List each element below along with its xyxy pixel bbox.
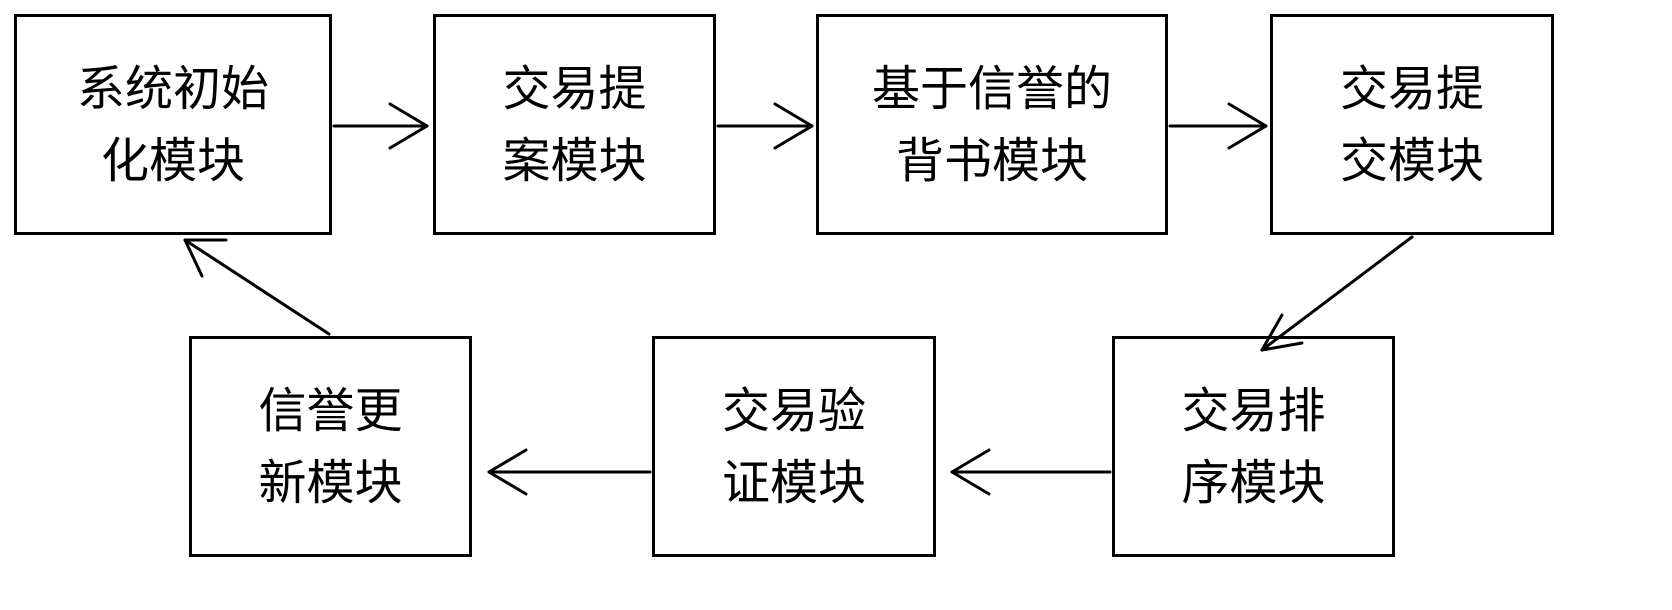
node-transaction-order: 交易排 序模块 [1112, 336, 1395, 557]
node-reputation-endorsement: 基于信誉的 背书模块 [816, 14, 1168, 235]
node-label: 系统初始 化模块 [77, 53, 269, 197]
node-label-line: 证模块 [721, 454, 866, 511]
node-label: 交易排 序模块 [1181, 375, 1325, 519]
node-label-line: 交易排 [1181, 382, 1326, 439]
node-label: 交易提 交模块 [1340, 53, 1484, 197]
node-label-line: 背书模块 [895, 132, 1088, 189]
arrow-init-to-proposal [332, 102, 429, 150]
arrow-verify-to-reputation-update [487, 448, 652, 496]
arrow-endorse-to-submit [1168, 102, 1268, 150]
arrow-proposal-to-endorse [716, 102, 814, 150]
node-label: 交易验 证模块 [722, 375, 866, 519]
node-transaction-verify: 交易验 证模块 [652, 336, 936, 557]
node-label-line: 交模块 [1339, 132, 1484, 189]
node-label: 基于信誉的 背书模块 [872, 53, 1112, 197]
node-label: 信誉更 新模块 [258, 375, 402, 519]
node-label-line: 序模块 [1181, 454, 1326, 511]
node-label-line: 系统初始 [76, 60, 269, 117]
node-label-line: 案模块 [502, 132, 647, 189]
arrow-reputation-update-to-init [183, 238, 331, 336]
node-system-init: 系统初始 化模块 [14, 14, 332, 235]
arrow-order-to-verify [950, 448, 1112, 496]
node-label-line: 交易验 [721, 382, 866, 439]
node-label-line: 信誉更 [258, 382, 403, 439]
node-reputation-update: 信誉更 新模块 [189, 336, 472, 557]
arrow-submit-to-order [1260, 235, 1414, 352]
node-label-line: 交易提 [1339, 60, 1484, 117]
node-label: 交易提 案模块 [502, 53, 646, 197]
node-label-line: 化模块 [100, 132, 245, 189]
node-transaction-proposal: 交易提 案模块 [433, 14, 716, 235]
node-label-line: 新模块 [258, 454, 403, 511]
node-label-line: 交易提 [502, 60, 647, 117]
node-transaction-submit: 交易提 交模块 [1270, 14, 1554, 235]
node-label-line: 基于信誉的 [871, 60, 1112, 117]
